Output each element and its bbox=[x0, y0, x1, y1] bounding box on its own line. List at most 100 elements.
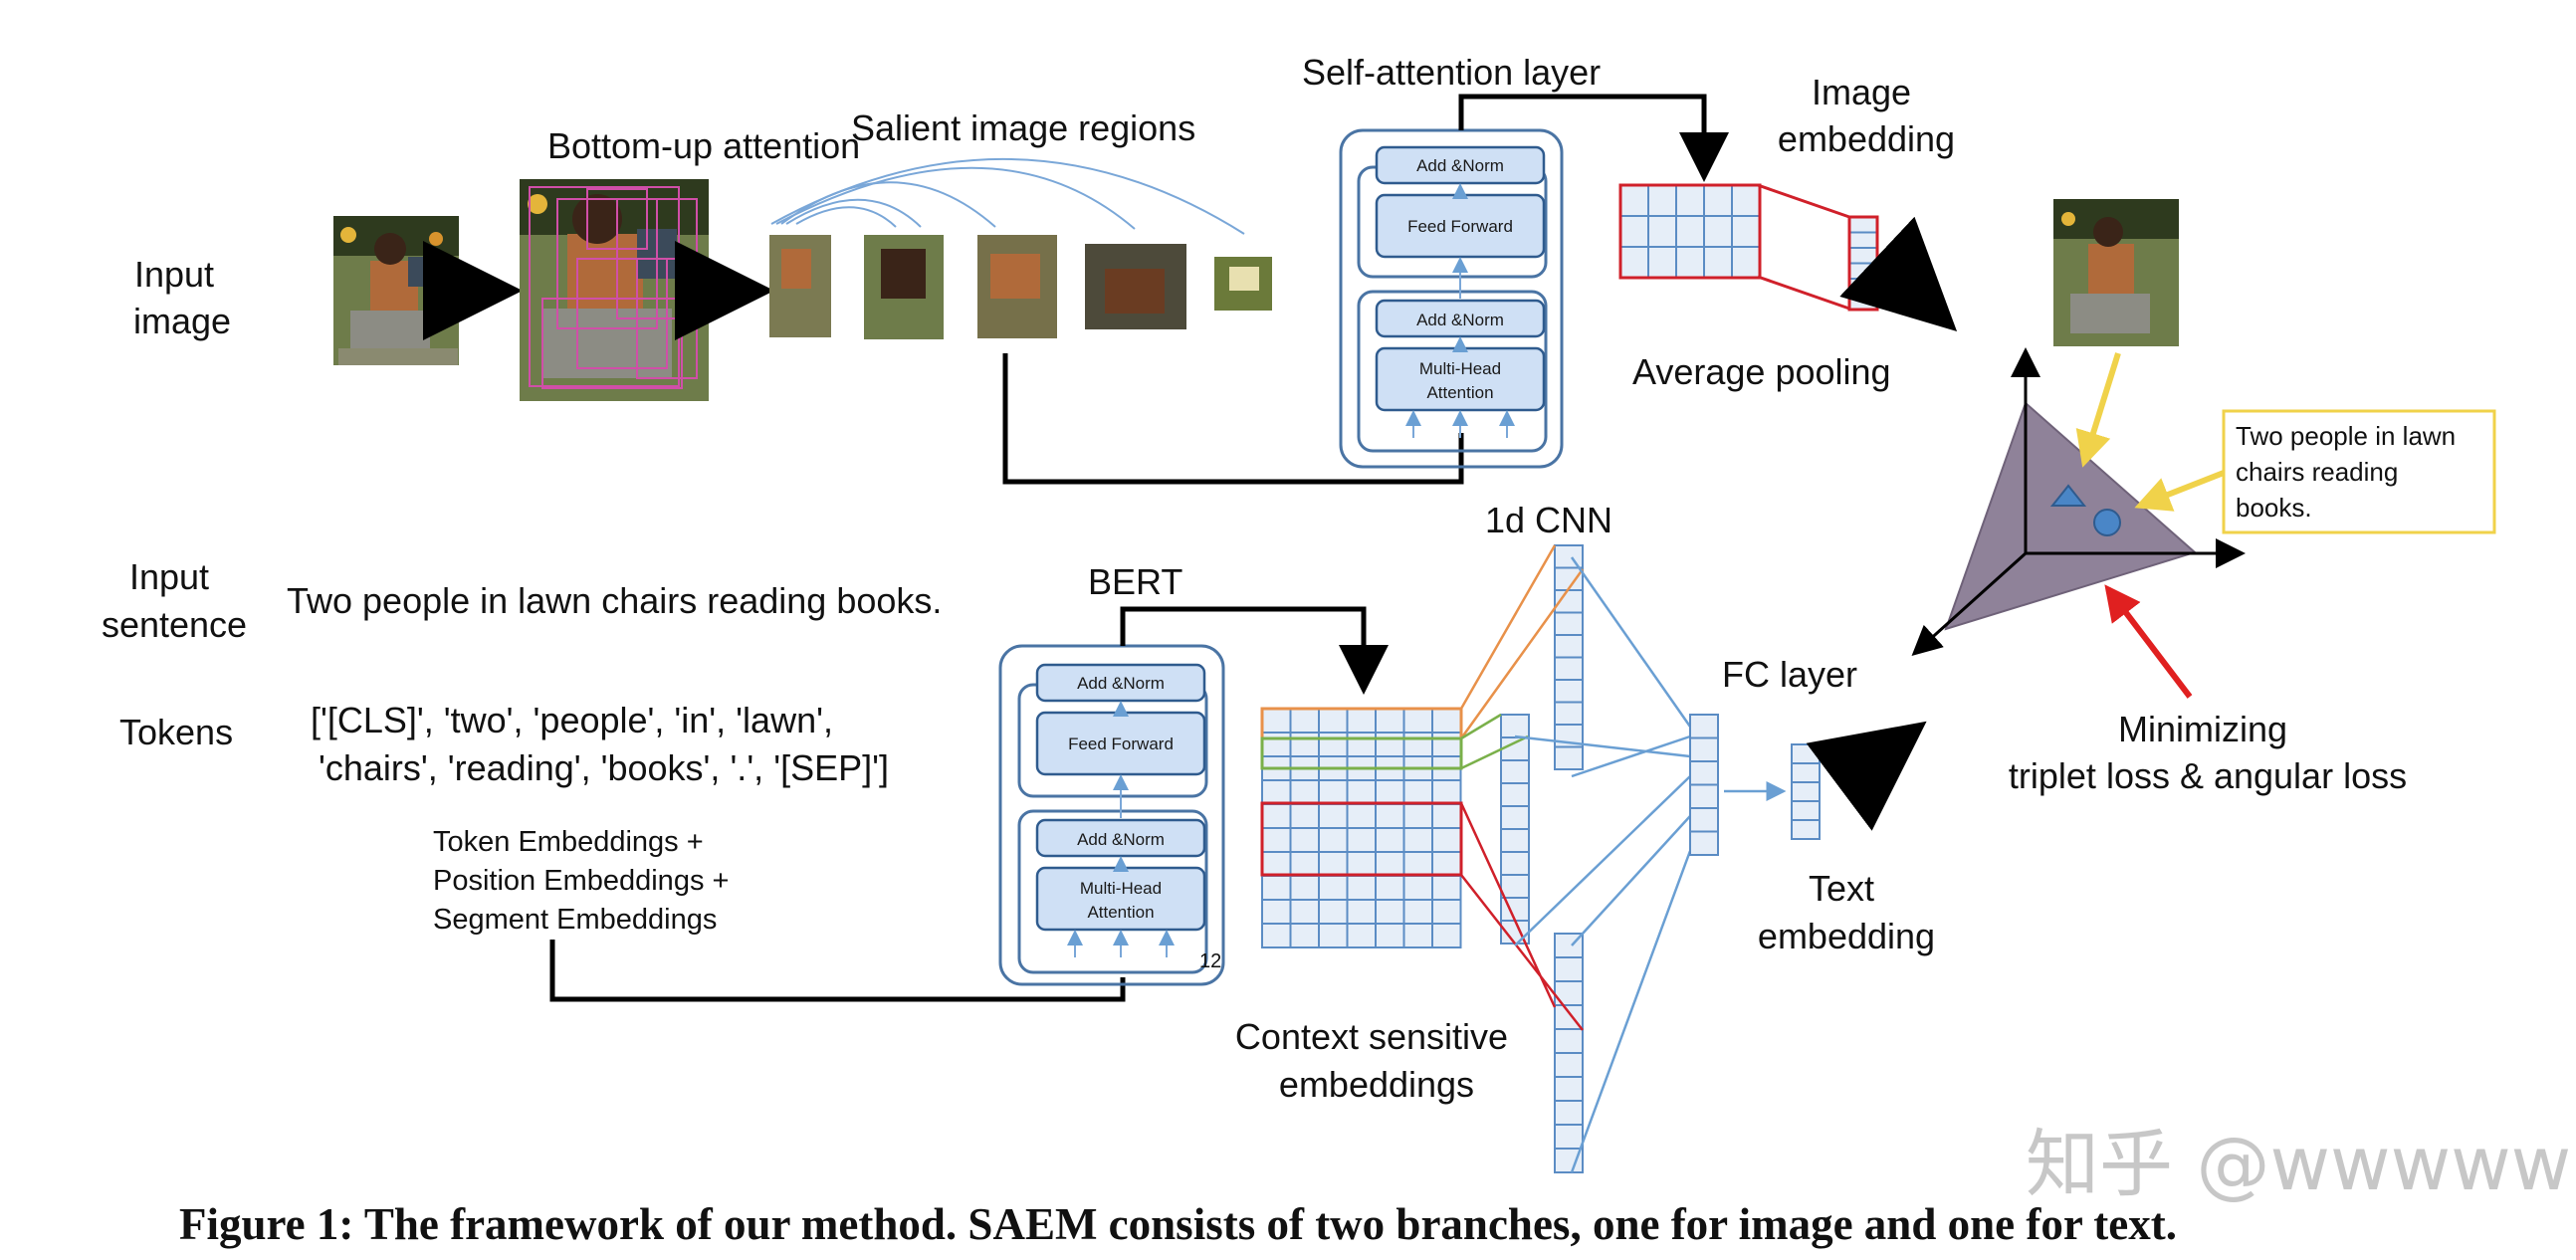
cnn-column-cell bbox=[1500, 782, 1530, 807]
image-grid-cell bbox=[1619, 215, 1649, 248]
input-sentence-text: Two people in lawn chairs reading books. bbox=[287, 580, 942, 621]
context-grid-cell bbox=[1375, 923, 1405, 948]
text-vector-cell bbox=[1791, 762, 1821, 783]
context-grid-cell bbox=[1402, 779, 1433, 805]
cnn-column-cell bbox=[1554, 611, 1584, 636]
fc-cell bbox=[1689, 714, 1719, 739]
callout-pointer bbox=[2134, 470, 2226, 512]
context-grid-cell bbox=[1346, 708, 1377, 734]
tokens-label: Tokens bbox=[119, 712, 233, 752]
context-grid-cell bbox=[1431, 708, 1462, 734]
svg-text:Two people in lawn chair: Two people in lawn chairs reading books. bbox=[2236, 421, 2463, 523]
context-grid-cell bbox=[1261, 708, 1292, 734]
figure-caption: Figure 1: The framework of our method. S… bbox=[179, 1199, 2177, 1249]
cnn-column-cell bbox=[1554, 1052, 1584, 1078]
image-grid-cell bbox=[1703, 215, 1733, 248]
context-grid-cell bbox=[1261, 827, 1292, 853]
retrieved-photo bbox=[2053, 199, 2179, 346]
context-grid-cell bbox=[1431, 923, 1462, 948]
context-grid-cell bbox=[1431, 803, 1462, 829]
self-attention-label: Self-attention layer bbox=[1302, 52, 1601, 93]
context-grid-cell bbox=[1346, 923, 1377, 948]
caption-callout: Two people in lawn chairs reading books. bbox=[2222, 409, 2496, 534]
embedding-triangle bbox=[1944, 401, 2197, 631]
cnn-column-cell bbox=[1554, 656, 1584, 681]
context-grid-cell bbox=[1261, 803, 1292, 829]
context-grid-cell bbox=[1431, 899, 1462, 925]
image-grid-cell bbox=[1619, 246, 1649, 279]
context-grid-cell bbox=[1318, 803, 1349, 829]
context-grid-cell bbox=[1375, 827, 1405, 853]
context-grid-cell bbox=[1261, 923, 1292, 948]
image-vector-cell bbox=[1848, 262, 1878, 280]
svg-text:Feed Forward: Feed Forward bbox=[1407, 217, 1513, 236]
fc-layer-label: FC layer bbox=[1722, 654, 1857, 695]
text-vector-cell bbox=[1791, 743, 1821, 764]
embeddings-label: Token Embeddings + Position Embeddings +… bbox=[433, 826, 738, 936]
context-grid-cell bbox=[1431, 875, 1462, 901]
cnn-column-cell bbox=[1554, 544, 1584, 569]
image-grid-cell bbox=[1703, 246, 1733, 279]
text-vector-cell bbox=[1791, 781, 1821, 802]
context-grid-cell bbox=[1289, 899, 1320, 925]
context-grid-cell bbox=[1402, 851, 1433, 877]
average-pooling-label: Average pooling bbox=[1632, 351, 1891, 392]
image-vector-cell bbox=[1848, 216, 1878, 234]
attention-to-embedding-arrow bbox=[1458, 94, 1729, 182]
context-grid-cell bbox=[1431, 851, 1462, 877]
context-grid-cell bbox=[1402, 827, 1433, 853]
context-grid-cell bbox=[1375, 732, 1405, 757]
cnn-column-cell bbox=[1554, 1100, 1584, 1126]
context-grid-cell bbox=[1346, 851, 1377, 877]
watermark: 知乎 @wwwww bbox=[2026, 1122, 2571, 1207]
cnn-feature-columns bbox=[1500, 544, 1584, 1173]
image-to-space-arrow bbox=[1839, 216, 1958, 332]
cnn-window-red bbox=[1260, 801, 1463, 877]
context-grid-cell bbox=[1289, 875, 1320, 901]
context-grid-cell bbox=[1289, 732, 1320, 757]
cnn-column-cell bbox=[1554, 956, 1584, 982]
context-grid-cell bbox=[1261, 851, 1292, 877]
context-grid-cell bbox=[1289, 923, 1320, 948]
cnn-column-cell bbox=[1554, 1124, 1584, 1150]
image-grid-cell bbox=[1619, 184, 1649, 217]
image-grid-cell bbox=[1731, 246, 1761, 279]
context-grid-cell bbox=[1261, 779, 1292, 805]
context-grid-cell bbox=[1289, 708, 1320, 734]
svg-text:Add &Norm: Add &Norm bbox=[1077, 830, 1165, 849]
bert-repeat-count: 12 bbox=[1199, 950, 1221, 972]
image-grid-border bbox=[1618, 183, 1762, 280]
cnn-column-cell bbox=[1554, 745, 1584, 770]
image-grid-cell bbox=[1647, 215, 1677, 248]
image-feature-grid bbox=[1618, 183, 1762, 280]
image-vector-cell bbox=[1848, 231, 1878, 249]
input-sentence-label: Input sentence bbox=[102, 556, 247, 645]
embeddings-to-bert-line bbox=[549, 940, 1126, 1002]
fc-cell bbox=[1689, 807, 1719, 833]
context-grid-cell bbox=[1346, 803, 1377, 829]
context-grid-cell bbox=[1318, 732, 1349, 757]
context-grid-cell bbox=[1289, 851, 1320, 877]
svg-text:Feed Forward: Feed Forward bbox=[1068, 735, 1174, 753]
bottom-up-attention-label: Bottom-up attention bbox=[547, 125, 860, 166]
joint-embedding-space bbox=[1911, 347, 2246, 657]
fc-cell bbox=[1689, 736, 1719, 762]
text-embedding-label: Text embedding bbox=[1758, 868, 1935, 956]
context-grid-cell bbox=[1318, 875, 1349, 901]
context-grid-cell bbox=[1346, 779, 1377, 805]
cnn-column-cell bbox=[1554, 679, 1584, 704]
context-grid-cell bbox=[1318, 827, 1349, 853]
context-grid-cell bbox=[1402, 899, 1433, 925]
context-grid-cell bbox=[1261, 899, 1292, 925]
context-grid-cell bbox=[1289, 803, 1320, 829]
text-embedding-vector bbox=[1791, 743, 1821, 840]
cnn-label: 1d CNN bbox=[1485, 500, 1612, 540]
pooling-trapezoid bbox=[1757, 183, 1850, 311]
cnn-column-cell bbox=[1500, 759, 1530, 784]
context-grid-cell bbox=[1402, 875, 1433, 901]
cnn-column-cell bbox=[1500, 851, 1530, 876]
cnn-window-green bbox=[1260, 736, 1463, 770]
photo-pointer bbox=[2075, 352, 2121, 468]
